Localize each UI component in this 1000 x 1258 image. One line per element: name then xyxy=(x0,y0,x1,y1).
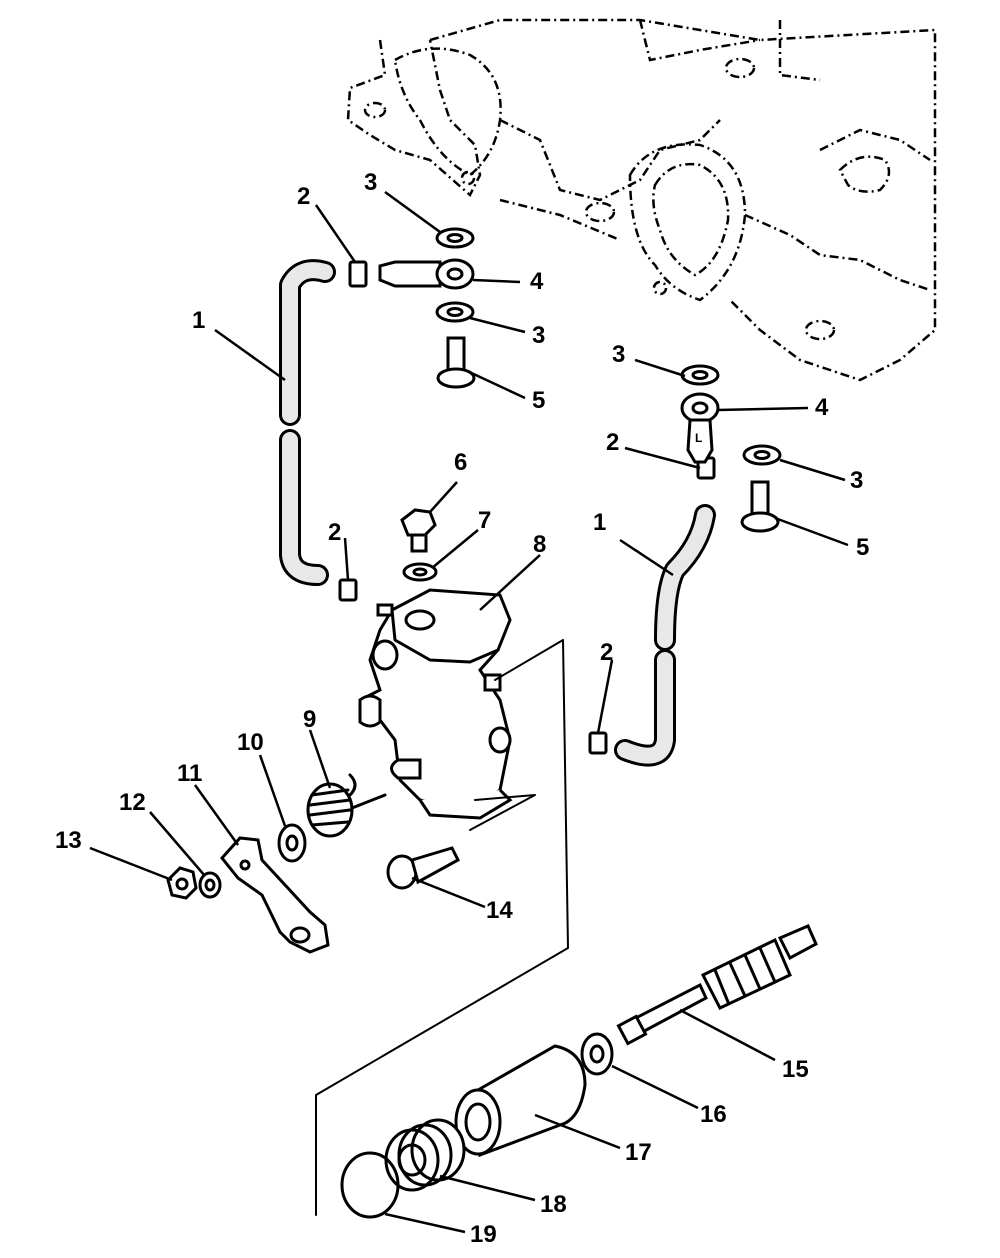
callout-13: 13 xyxy=(55,827,82,854)
engine-block-outline xyxy=(346,18,937,382)
callout-18: 18 xyxy=(540,1191,567,1218)
callout-5-left: 5 xyxy=(532,387,545,414)
oil-pump-body xyxy=(358,588,513,820)
callout-3-right-top: 3 xyxy=(612,341,625,368)
callout-labels: 1 1 2 2 2 2 3 3 3 3 4 4 5 5 6 7 8 9 10 1… xyxy=(55,169,869,1248)
washer-16 xyxy=(580,1032,614,1076)
callout-2-top: 2 xyxy=(297,183,310,210)
svg-text:L: L xyxy=(695,431,702,445)
callout-11: 11 xyxy=(177,760,202,787)
callout-12: 12 xyxy=(119,789,146,816)
callout-16: 16 xyxy=(700,1101,727,1128)
bracket-line xyxy=(315,639,569,1216)
mounting-screw xyxy=(386,846,460,890)
callout-8: 8 xyxy=(533,531,546,558)
return-spring xyxy=(306,773,387,838)
o-ring xyxy=(340,1151,400,1219)
callout-17: 17 xyxy=(625,1139,652,1166)
leader-lines xyxy=(89,190,849,1234)
callout-1-right: 1 xyxy=(593,509,606,536)
banjo-bolts xyxy=(436,336,780,533)
lock-washer xyxy=(198,871,222,899)
callout-4-right: 4 xyxy=(815,394,829,421)
callout-5-right: 5 xyxy=(856,534,869,561)
hose-right xyxy=(614,504,716,767)
callout-7: 7 xyxy=(478,507,491,534)
callout-2-right: 2 xyxy=(606,429,619,456)
callout-15: 15 xyxy=(782,1056,809,1083)
pump-lever xyxy=(220,836,330,954)
callout-2-mid-left: 2 xyxy=(328,519,341,546)
callout-2-lower-right: 2 xyxy=(600,639,613,666)
callout-14: 14 xyxy=(486,897,513,924)
hose-left xyxy=(279,259,336,586)
callout-3-right: 3 xyxy=(850,467,863,494)
callout-19: 19 xyxy=(470,1221,497,1248)
washer-10 xyxy=(277,823,307,863)
nut xyxy=(166,866,198,900)
callout-10: 10 xyxy=(237,729,264,756)
callout-1-left: 1 xyxy=(192,307,205,334)
bleed-screw xyxy=(400,508,437,553)
callout-3-top: 3 xyxy=(364,169,377,196)
banjo-fittings: L xyxy=(378,258,720,464)
washers xyxy=(402,227,782,582)
callout-9: 9 xyxy=(303,706,316,733)
drive-gear-shaft xyxy=(616,924,818,1046)
callout-3-left: 3 xyxy=(532,322,545,349)
callout-4-left: 4 xyxy=(530,268,544,295)
callout-6: 6 xyxy=(454,449,467,476)
sleeve xyxy=(454,1044,587,1158)
